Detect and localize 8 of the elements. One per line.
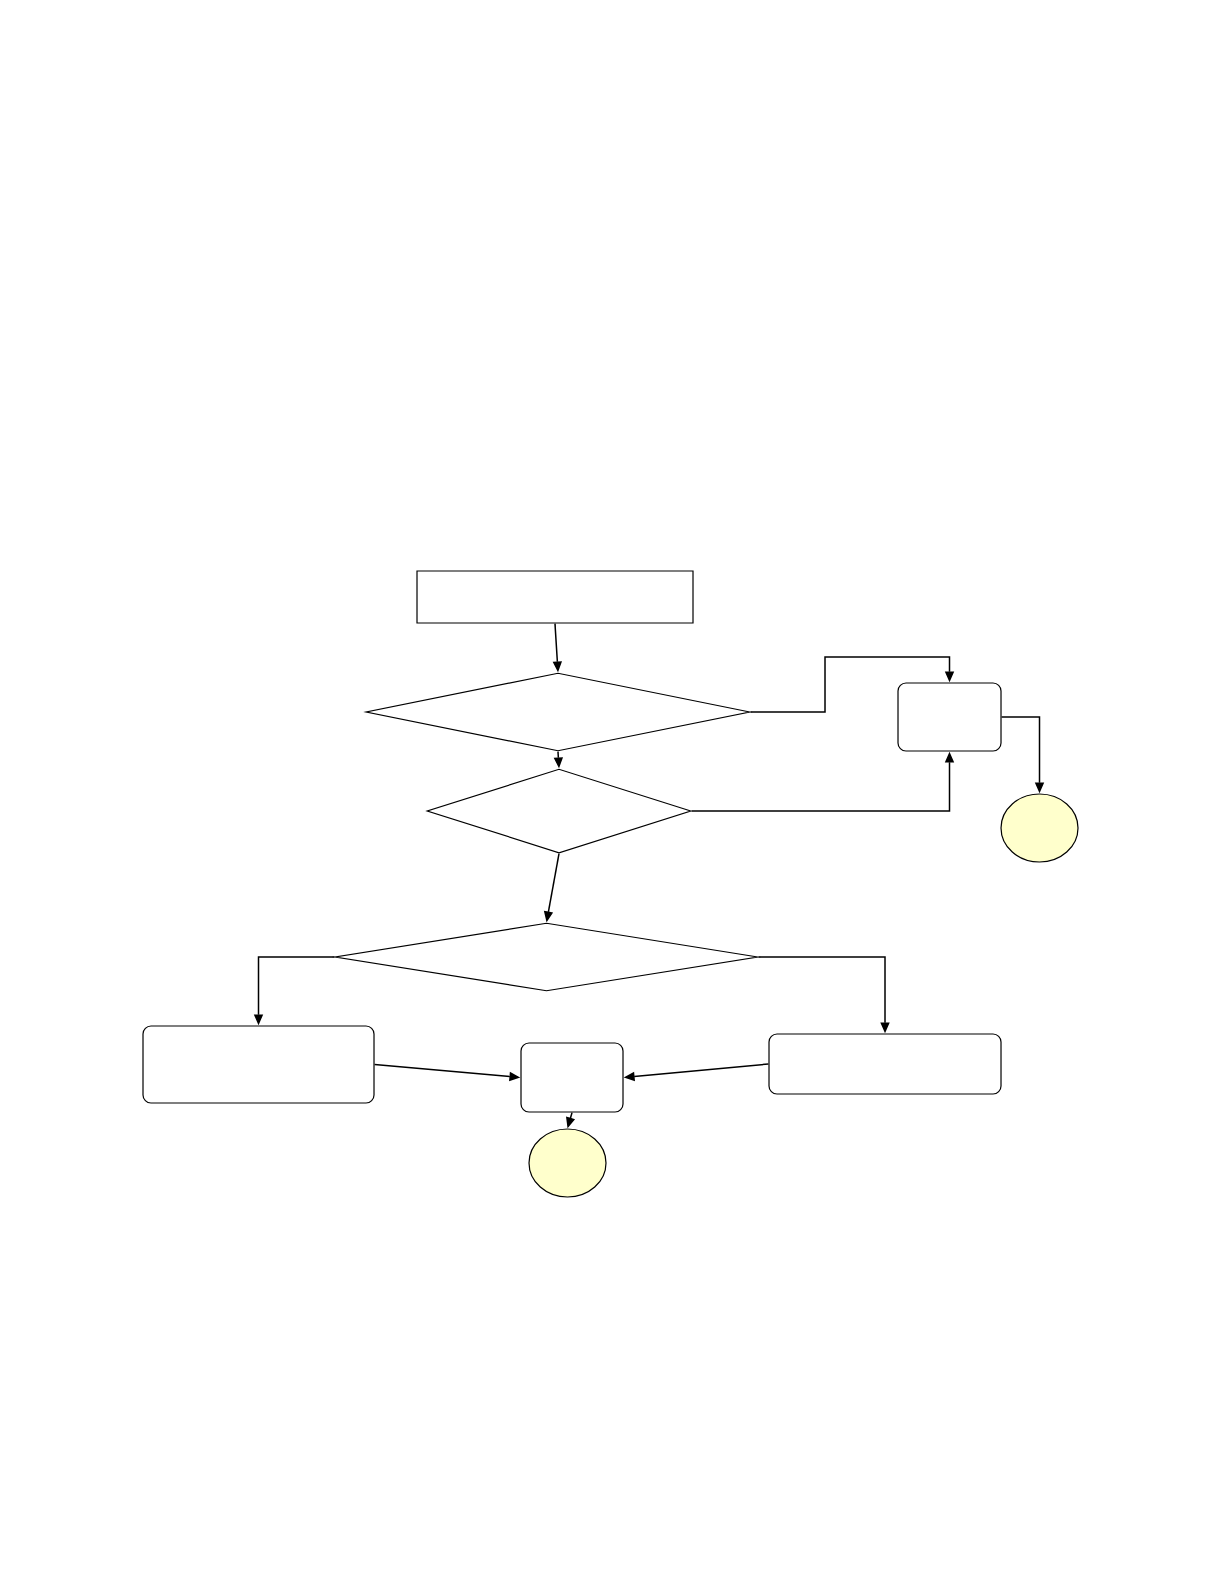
terminal-circle — [1000, 793, 1079, 863]
arrow — [749, 656, 955, 713]
process-box — [416, 570, 694, 624]
rounded-box — [142, 1025, 375, 1104]
terminal-circle — [528, 1128, 607, 1198]
rounded-box — [768, 1033, 1002, 1095]
rounded-box — [520, 1042, 624, 1113]
rounded-box — [897, 682, 1002, 752]
